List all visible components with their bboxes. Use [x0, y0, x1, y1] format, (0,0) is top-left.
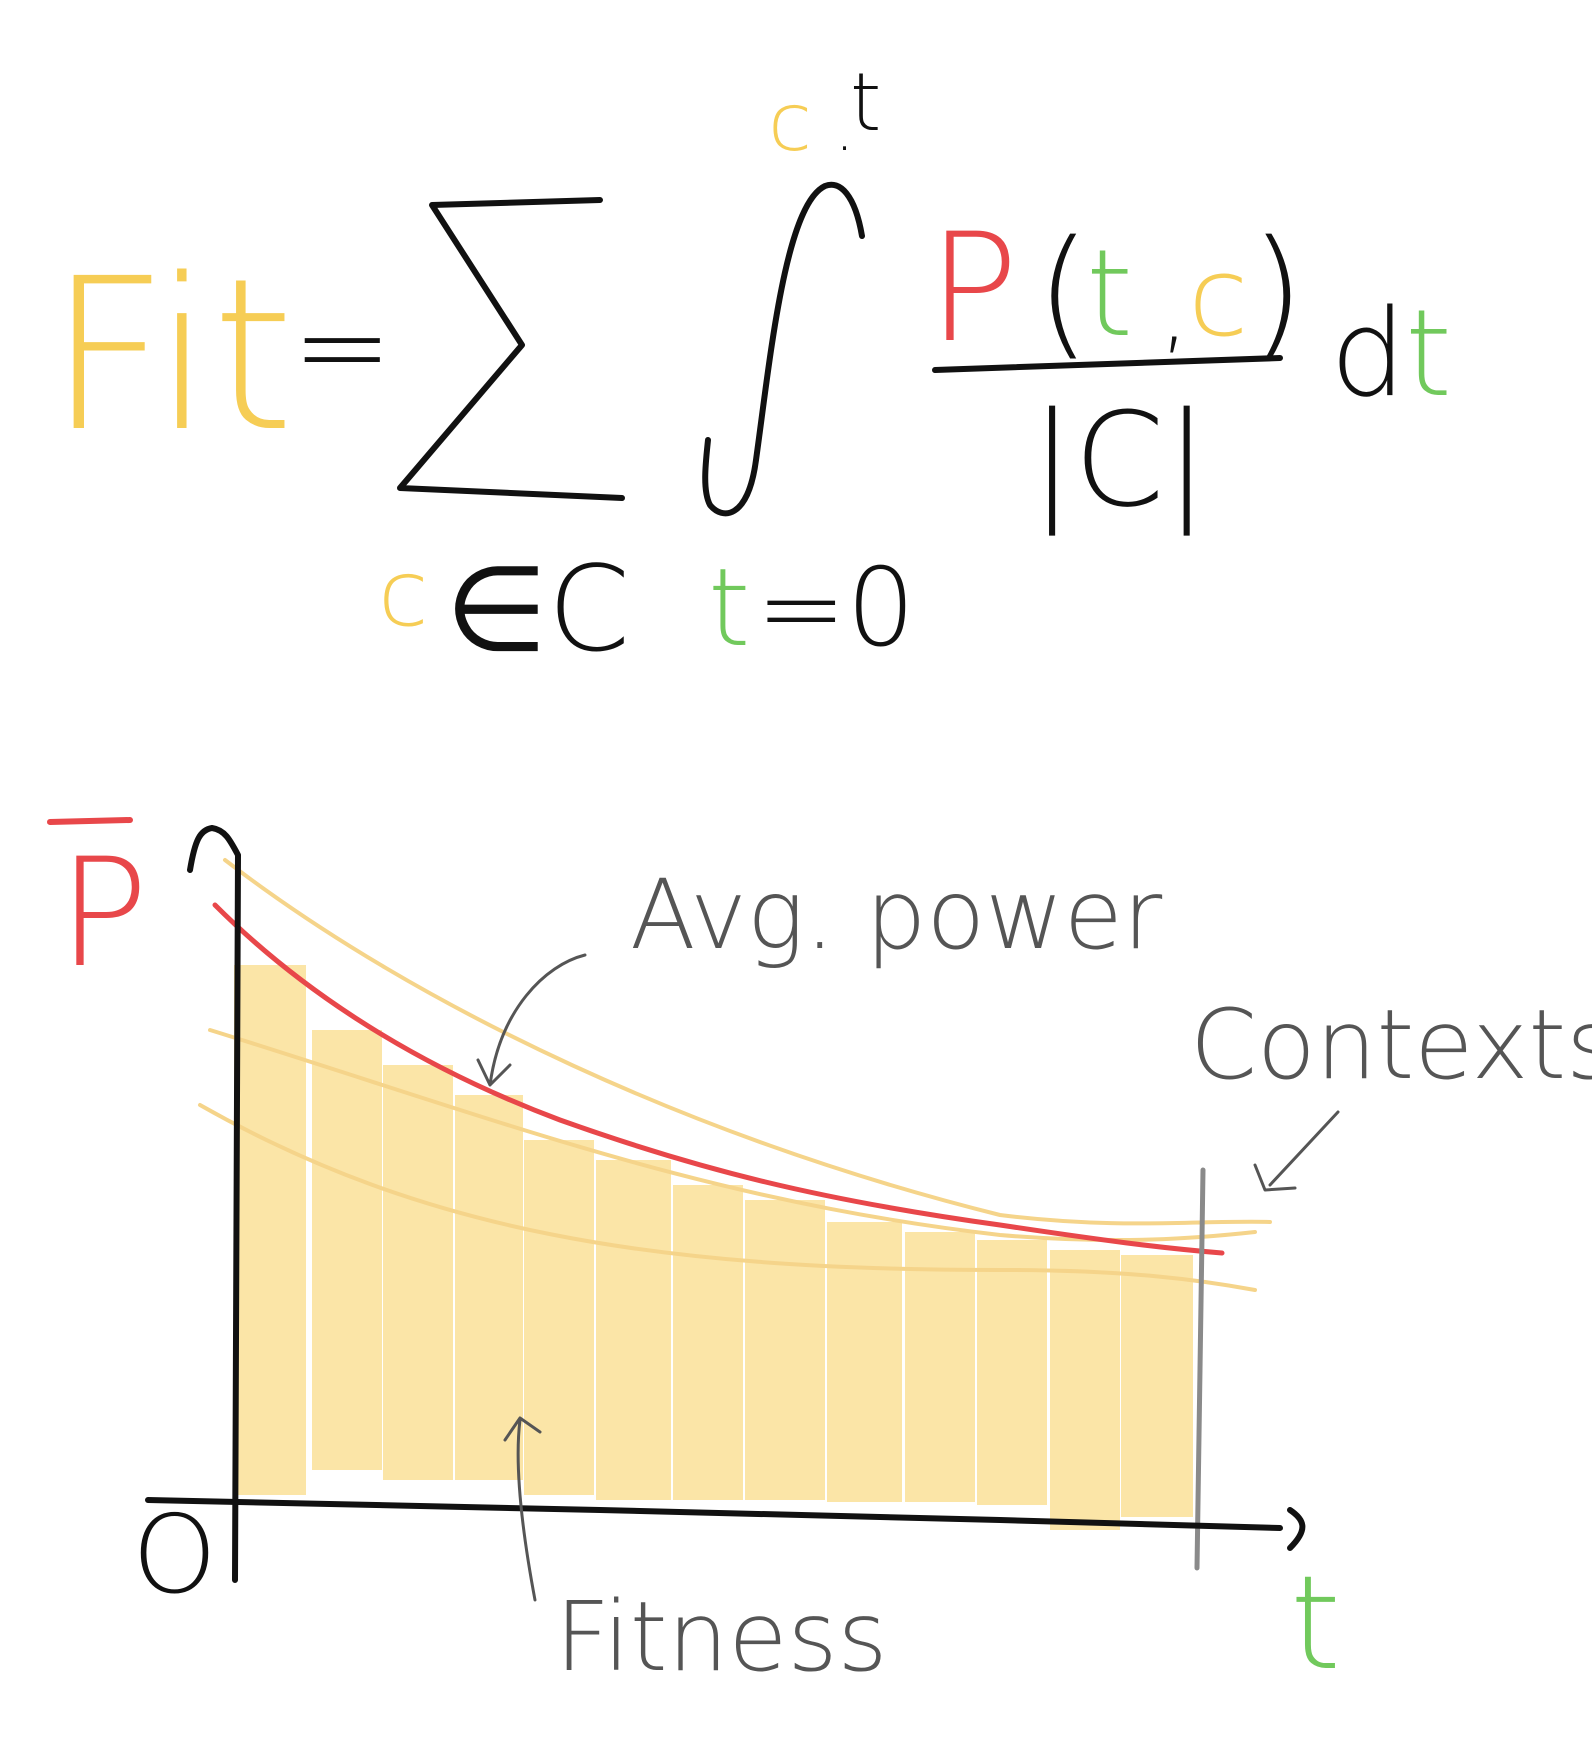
fitness-annotation: Fitness [555, 1581, 887, 1693]
fitness-formula: Fit = c ∈C c . t t =0 P ( t , c ) |C| d … [48, 56, 1452, 678]
numerator-close-paren: ) [1250, 211, 1305, 374]
integral-sign [702, 181, 865, 517]
context-curve [208, 1028, 1257, 1243]
numerator-t: t [1086, 225, 1133, 364]
fitness-graph: P O t Avg. power Contexts Fitness [47, 817, 1592, 1699]
numerator-comma: , [1160, 259, 1189, 364]
context-curve [223, 858, 1272, 1226]
average-power-curve [212, 902, 1225, 1256]
summation-sign [397, 197, 625, 501]
contexts-boundary-line [1194, 1167, 1206, 1571]
area-bar [745, 1200, 825, 1500]
area-bar [1050, 1250, 1120, 1530]
fitness-pointer-arrow [503, 1416, 542, 1602]
avg-power-annotation: Avg. power [630, 859, 1163, 971]
int-lower-var: t [708, 546, 750, 671]
area-bars [234, 965, 1193, 1530]
y-axis [187, 825, 241, 1583]
contexts-annotation: Contexts [1190, 989, 1592, 1101]
denominator: |C| [1030, 384, 1208, 536]
contexts-pointer-arrow [1253, 1110, 1340, 1192]
numerator-c: c [1188, 233, 1248, 361]
x-axis [145, 1497, 1283, 1531]
area-bar [905, 1232, 975, 1502]
y-axis-label-overline [47, 817, 133, 825]
differential-d: d [1330, 285, 1406, 424]
differential-t: t [1405, 285, 1452, 424]
numerator-p: P [928, 202, 1018, 376]
origin-label: O [132, 1493, 217, 1618]
context-curves [198, 858, 1272, 1292]
int-lower-rest: =0 [756, 546, 915, 671]
area-bar [977, 1240, 1047, 1505]
x-axis-label: t [1290, 1547, 1341, 1699]
fraction-bar [932, 355, 1283, 373]
sum-index-var: c [378, 540, 429, 647]
area-bar [524, 1140, 594, 1495]
x-axis-arrowhead [1287, 1507, 1306, 1551]
area-bar [455, 1095, 523, 1480]
avg-power-pointer-arrow [476, 953, 587, 1087]
formula-equals: = [292, 278, 393, 417]
area-bar [827, 1222, 902, 1502]
area-bar [312, 1030, 382, 1470]
area-bar [383, 1065, 453, 1480]
area-bar [673, 1185, 743, 1500]
y-axis-label: P [58, 827, 148, 1001]
int-upper-rest: t [850, 56, 881, 149]
numerator-open-paren: ( [1036, 211, 1091, 374]
area-bar [1121, 1255, 1193, 1517]
context-curve [198, 1103, 1257, 1292]
sum-index-rest: ∈C [445, 540, 630, 678]
area-bar [234, 965, 306, 1495]
formula-lhs: Fit [48, 233, 294, 478]
int-upper-var: c [768, 76, 812, 169]
area-bar [596, 1160, 671, 1500]
int-upper-sep: . [835, 95, 854, 165]
